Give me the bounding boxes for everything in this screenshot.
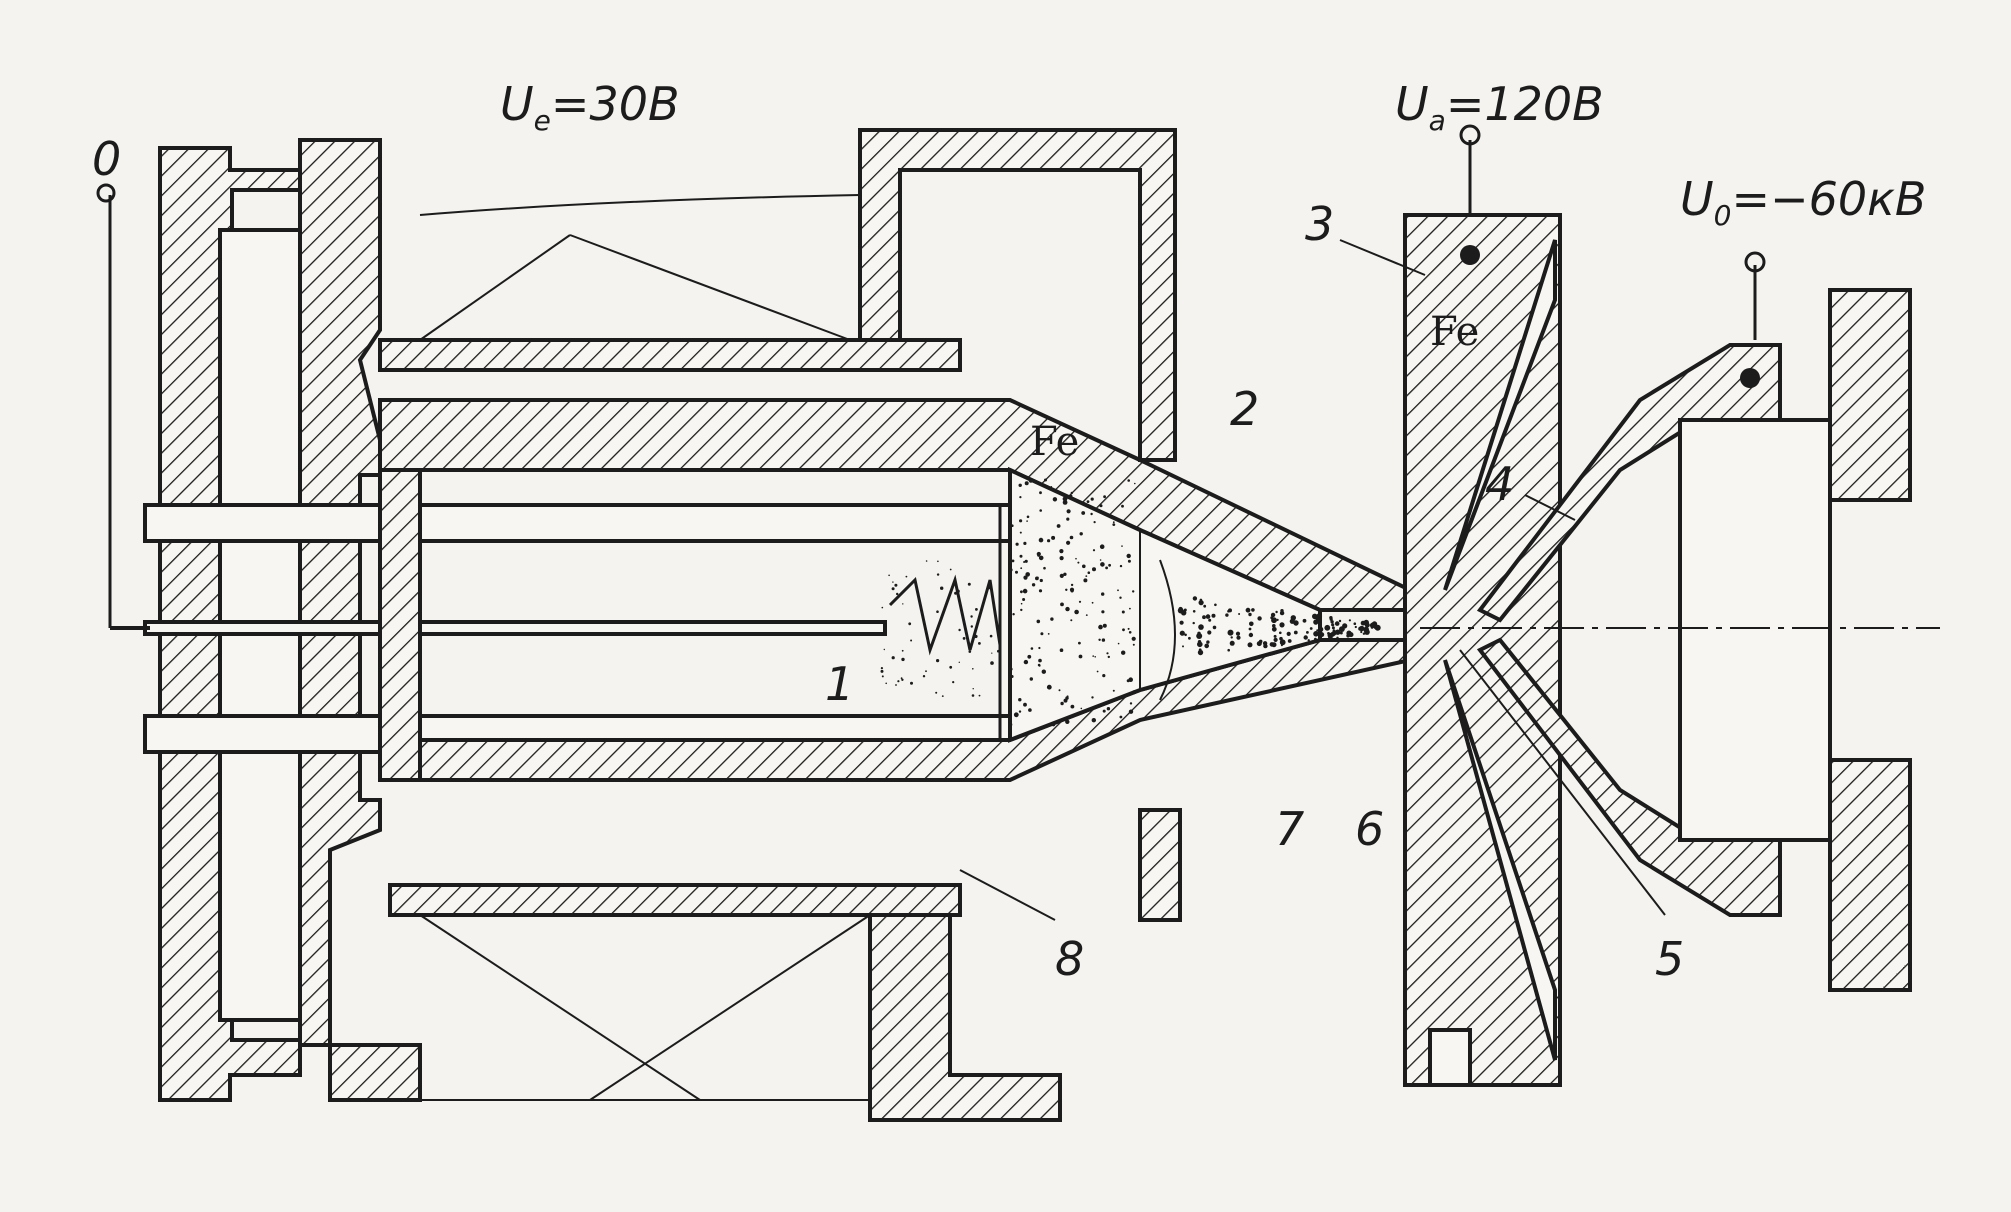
zero-label: 0 [92, 132, 121, 186]
cathode-filament [888, 505, 1002, 740]
part-label-8: 8 [1055, 932, 1084, 986]
part-label-1: 1 [825, 657, 854, 711]
material-labels: Fe Fe [1030, 309, 1479, 465]
part-label-4: 4 [1485, 457, 1514, 511]
ue-label: Ue=30В [500, 77, 680, 137]
magnet-coil-upper [378, 194, 962, 372]
plasma-region [1008, 466, 1322, 743]
uo-label: U0=−60кВ [1680, 172, 1926, 232]
magnet-coil-lower [388, 869, 1062, 1122]
right-wall [1828, 288, 1912, 992]
plasma-speckle [880, 478, 1381, 727]
part-label-7: 7 [1275, 802, 1304, 856]
part-label-2: 2 [1230, 382, 1259, 436]
voltage-labels: Ue=30В Ua=120В U0=−60кВ 0 [92, 77, 1926, 232]
part-label-3: 3 [1305, 197, 1334, 251]
part-label-5: 5 [1655, 932, 1684, 986]
fe-label-anode: Fe [1030, 419, 1079, 465]
accel-electrode [1476, 251, 1832, 917]
ua-label: Ua=120В [1395, 77, 1604, 137]
part-label-6: 6 [1355, 802, 1384, 856]
part-number-labels: 1 2 3 4 5 6 7 8 [825, 197, 1684, 986]
fe-label-extractor: Fe [1430, 309, 1479, 355]
leader-lines [1339, 239, 1666, 916]
